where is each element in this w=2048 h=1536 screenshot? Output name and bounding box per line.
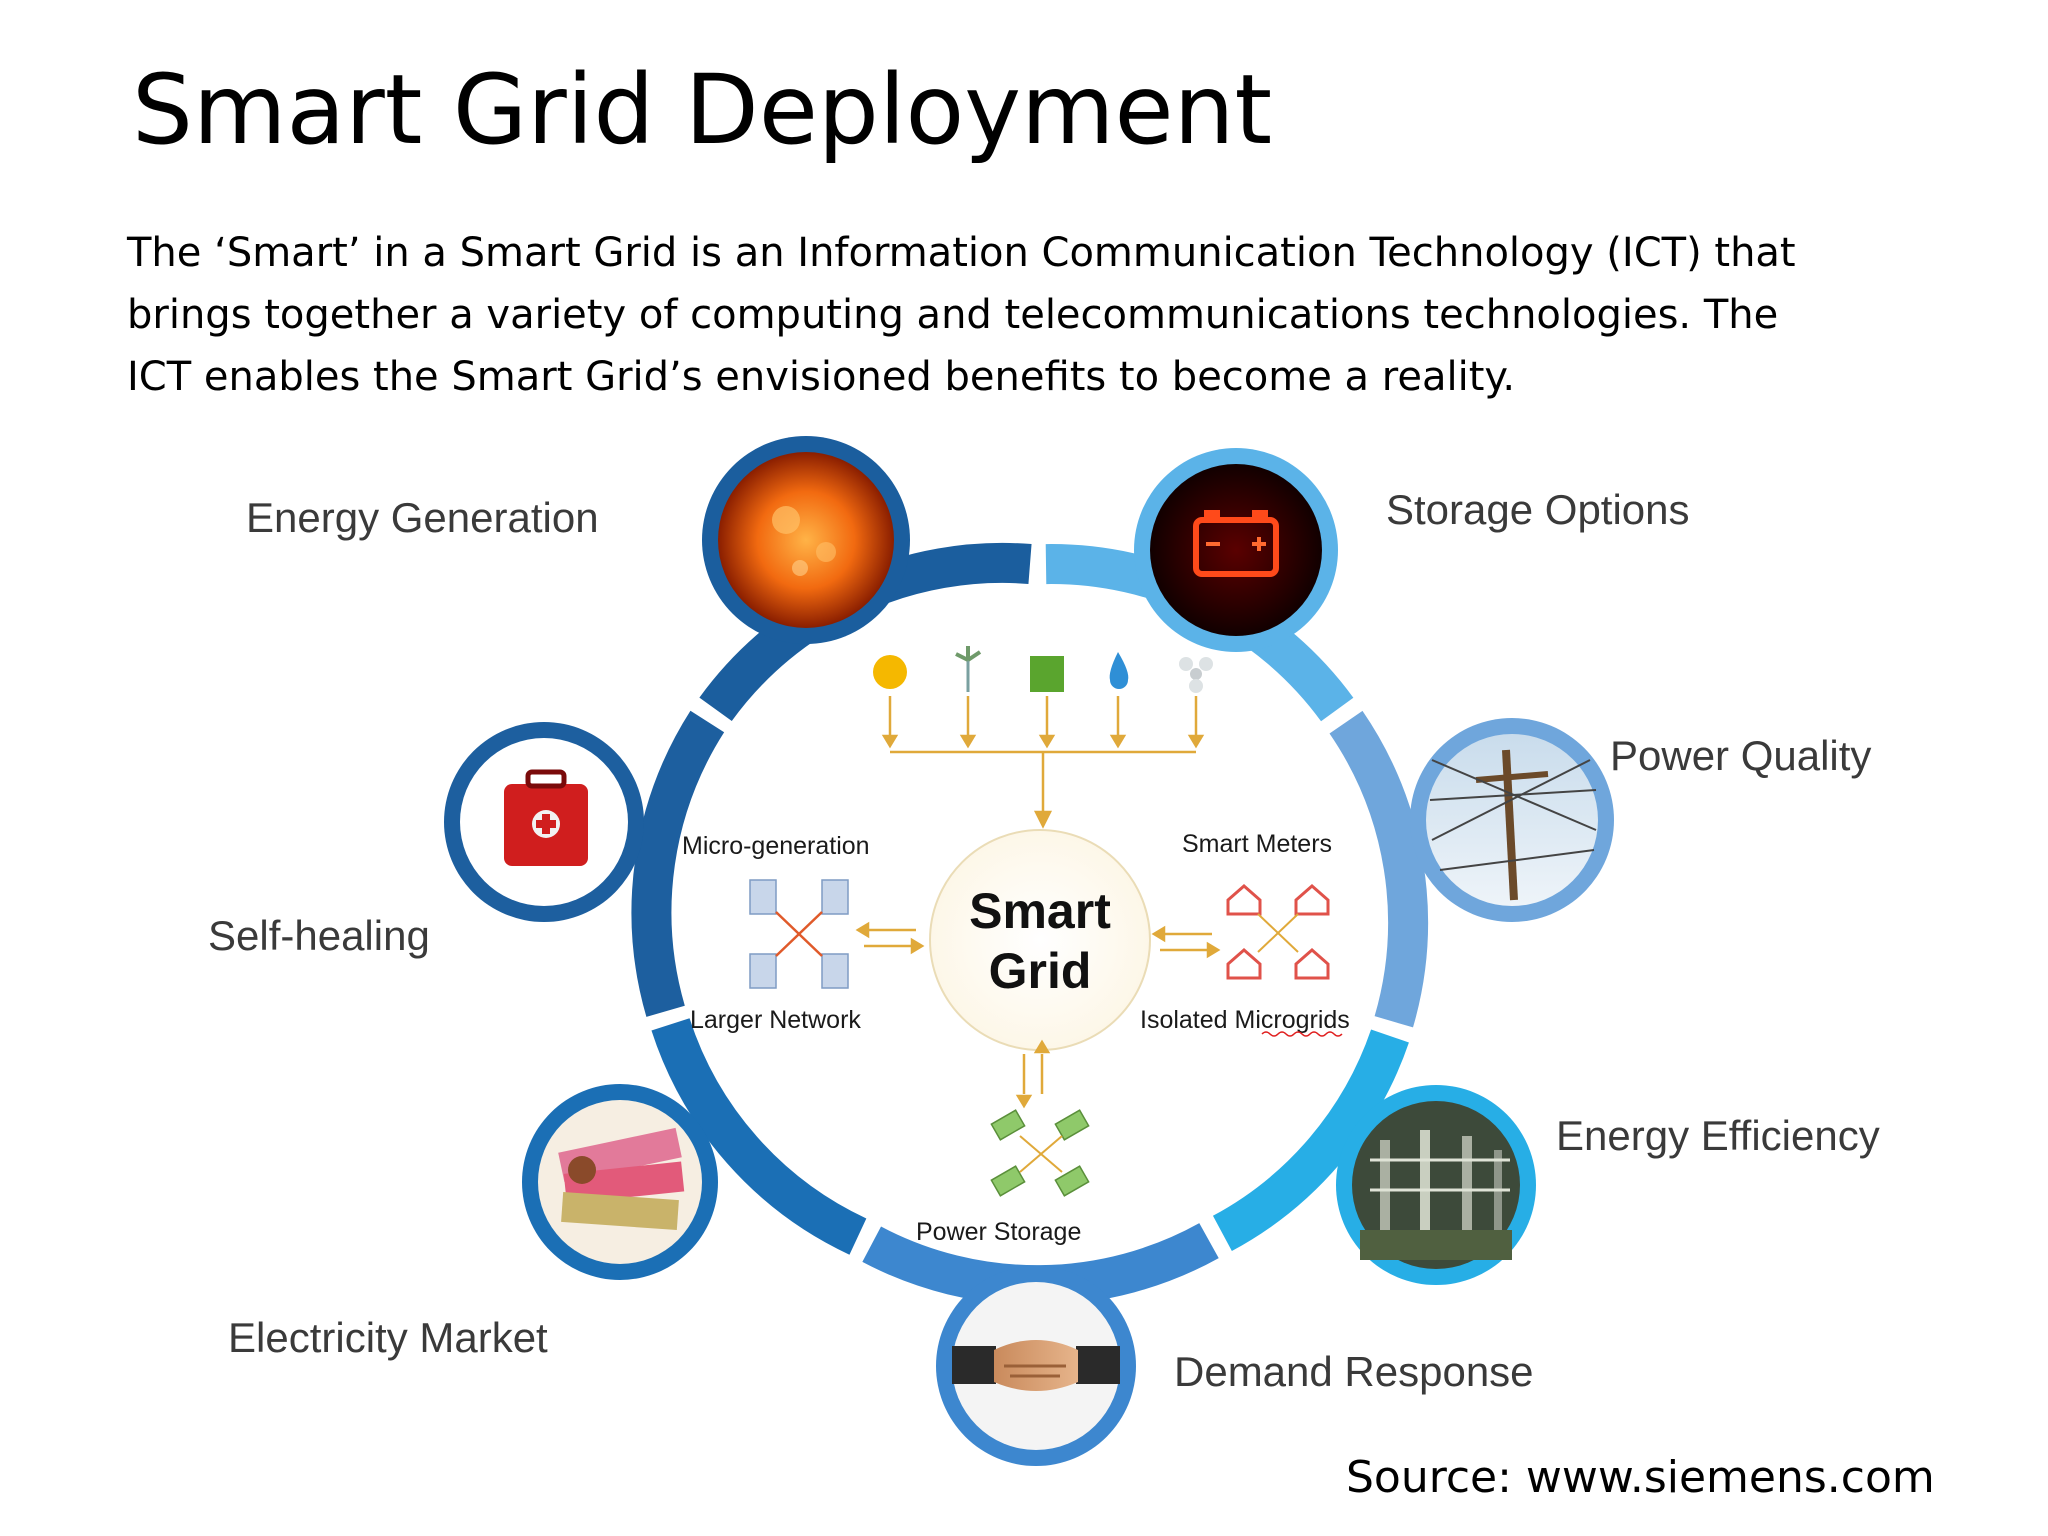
spellcheck-underline	[1261, 1031, 1343, 1037]
wind-source-icon	[955, 646, 982, 692]
demand-response-node[interactable]	[936, 1266, 1136, 1466]
label-demand-response: Demand Response	[1174, 1348, 1534, 1395]
label-self-healing: Self-healing	[208, 912, 430, 959]
body-line-1: The ‘Smart’ in a Smart Grid is an Inform…	[127, 230, 1796, 276]
label-power-storage: Power Storage	[916, 1218, 1081, 1246]
label-larger-network: Larger Network	[690, 1006, 861, 1034]
power-quality-node[interactable]	[1410, 718, 1614, 922]
ring-segment-energy-efficiency	[1212, 1029, 1409, 1252]
handshake-icon	[952, 1340, 1120, 1391]
ring-segment-power-quality	[1329, 710, 1428, 1028]
energy-generation-node[interactable]	[702, 436, 910, 644]
body-line-3: ICT enables the Smart Grid’s envisioned …	[127, 354, 1516, 400]
slide-title: Smart Grid Deployment	[132, 54, 1273, 166]
center-node[interactable]: Smart Grid	[929, 829, 1151, 1051]
source-citation: Source: www.siemens.com	[1346, 1452, 1935, 1503]
generation-sources	[873, 646, 1213, 829]
substation-icon	[1360, 1130, 1512, 1260]
outer-labels: Energy Generation Storage Options Power …	[208, 486, 1880, 1395]
label-micro-generation: Micro-generation	[682, 832, 870, 860]
electricity-market-node[interactable]	[522, 1084, 718, 1280]
label-energy-efficiency: Energy Efficiency	[1556, 1112, 1880, 1159]
smart-meters-cluster: Smart Meters Isolated Microgrids	[1140, 830, 1350, 1037]
hydro-source-icon	[1109, 652, 1129, 689]
money-icon	[558, 1127, 685, 1231]
building-icons	[749, 879, 849, 989]
self-healing-node[interactable]	[444, 722, 644, 922]
center-label-line2: Grid	[989, 943, 1092, 999]
sun-icon	[718, 452, 894, 628]
storage-options-node[interactable]	[1134, 448, 1338, 652]
turbine-source-icon	[1179, 657, 1213, 693]
label-smart-meters: Smart Meters	[1182, 830, 1332, 858]
label-power-quality: Power Quality	[1610, 732, 1871, 779]
ring-segment-electricity-market	[651, 1018, 867, 1255]
energy-efficiency-node[interactable]	[1336, 1085, 1536, 1285]
power-storage-cluster: Power Storage	[916, 1039, 1090, 1246]
biomass-source-icon	[1030, 656, 1064, 692]
solar-source-icon	[873, 655, 907, 689]
outer-nodes	[444, 436, 1614, 1466]
label-energy-generation: Energy Generation	[246, 494, 599, 541]
utility-pole-icon	[1429, 749, 1597, 901]
label-electricity-market: Electricity Market	[228, 1314, 548, 1361]
label-storage-options: Storage Options	[1386, 486, 1690, 533]
body-line-2: brings together a variety of computing a…	[127, 292, 1779, 338]
first-aid-kit-icon	[504, 769, 588, 866]
micro-generation-cluster: Micro-generation Larger Network	[682, 832, 925, 1034]
ring-segment-self-healing	[631, 710, 725, 1017]
label-isolated-microgrids: Isolated Microgrids	[1140, 1006, 1350, 1034]
battery-pack-icons	[990, 1109, 1090, 1197]
slide-body-text: The ‘Smart’ in a Smart Grid is an Inform…	[127, 222, 1947, 408]
house-icons	[1226, 884, 1330, 980]
battery-icon	[1193, 510, 1279, 577]
center-label-line1: Smart	[969, 883, 1111, 939]
